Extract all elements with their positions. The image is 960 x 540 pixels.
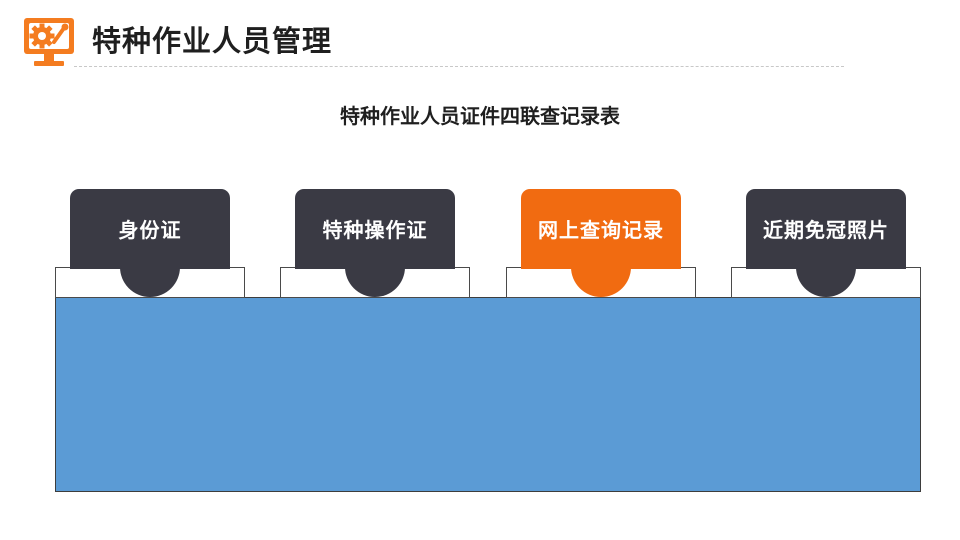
tab-online-query-record[interactable]: 网上查询记录	[506, 189, 696, 299]
tab-label: 身份证	[118, 217, 182, 242]
tab-knob	[345, 249, 405, 297]
tab-label: 近期免冠照片	[763, 217, 889, 242]
content-panel	[55, 297, 921, 492]
header-divider	[74, 66, 844, 67]
tab-recent-photo[interactable]: 近期免冠照片	[731, 189, 921, 299]
tab-label: 网上查询记录	[538, 217, 664, 242]
tab-knob	[796, 249, 856, 297]
tab-id-card[interactable]: 身份证	[55, 189, 245, 299]
tab-knob	[120, 249, 180, 297]
monitor-gear-icon	[24, 18, 74, 66]
tab-label: 特种操作证	[322, 217, 428, 242]
tab-knob	[571, 249, 631, 297]
table-title: 特种作业人员证件四联查记录表	[340, 104, 620, 128]
page-title: 特种作业人员管理	[92, 24, 333, 58]
tab-special-operation-cert[interactable]: 特种操作证	[280, 189, 470, 299]
